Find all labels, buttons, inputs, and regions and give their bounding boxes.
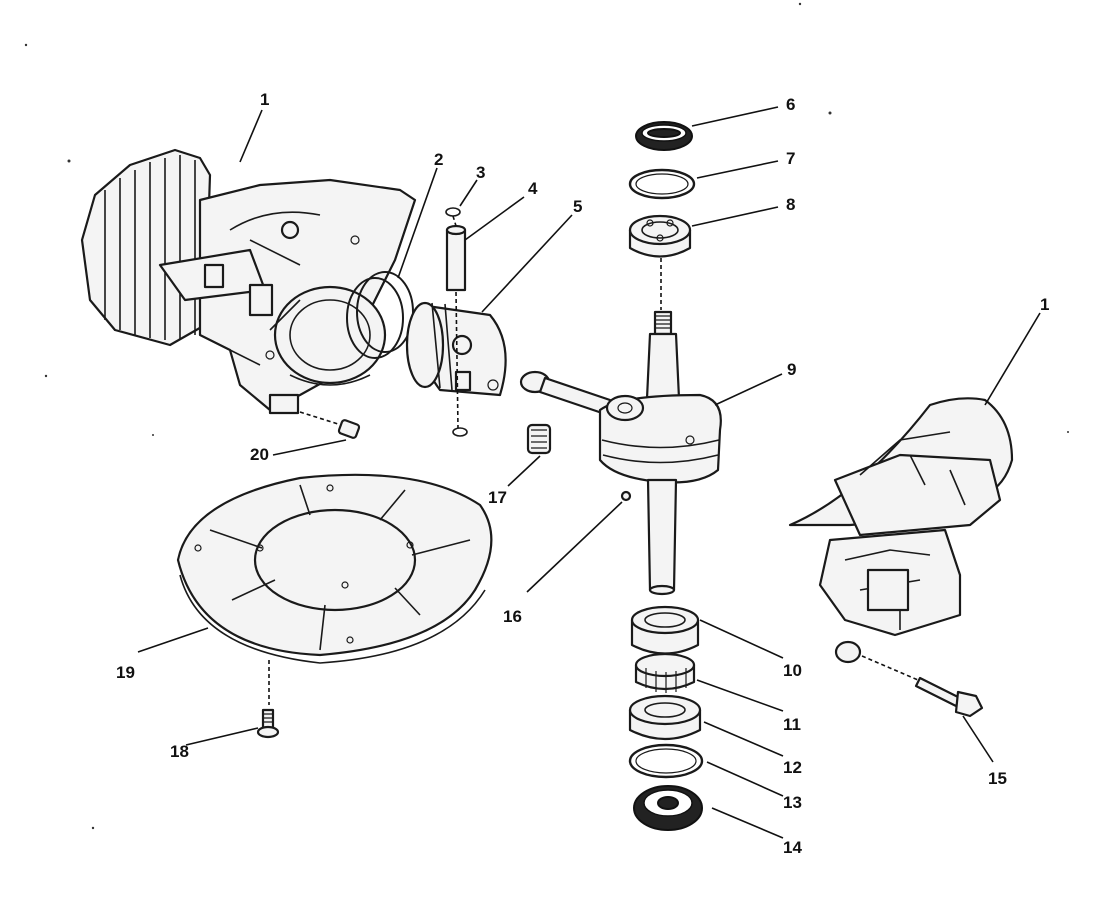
retainer-clip-bottom [452,427,468,437]
lower-ball-bearing-12 [628,694,702,740]
bolt-18 [256,708,280,739]
callout-9: 9 [787,360,796,379]
callout-5: 5 [573,197,582,216]
key-16 [620,490,632,502]
right-bolt-axis [861,655,919,681]
needle-bearing-17 [526,423,552,455]
wrist-pin [445,224,467,292]
callout-2: 2 [434,150,443,169]
upper-snap-ring [628,168,696,200]
upper-bearing [628,214,692,258]
bearing-cage-11 [634,652,696,693]
callout-10: 10 [783,661,802,680]
callout-13: 13 [783,793,802,812]
crankshaft [598,310,722,596]
callout-15: 15 [988,769,1007,788]
callout-12: 12 [783,758,802,777]
callout-17: 17 [488,488,507,507]
callout-19: 19 [116,663,135,682]
scan-specks [24,2,1069,830]
upper-oil-seal [635,121,693,151]
retainer-clip-top [445,207,461,217]
callout-20: 20 [250,445,269,464]
callout-7: 7 [786,149,795,168]
connecting-rod [519,370,612,417]
callout-18: 18 [170,742,189,761]
crankcase-half-right [788,397,1014,664]
leader-lines [137,106,1041,839]
callout-3: 3 [476,163,485,182]
callout-11: 11 [783,715,801,734]
lower-oil-seal [633,785,703,831]
callout-14: 14 [783,838,802,857]
lower-snap-ring [628,743,704,779]
dowel-axis-line [299,411,339,425]
callout-1-right: 1 [1040,295,1049,314]
crankcase-cylinder-left [80,148,417,415]
callout-4: 4 [528,179,538,198]
base-gasket-19 [176,473,493,664]
piston [405,301,507,397]
bolt-15 [914,676,984,718]
pin-axis-line [452,215,459,429]
callout-16: 16 [503,607,522,626]
callout-1-left: 1 [260,90,269,109]
callout-6: 6 [786,95,795,114]
dowel-pin-20 [337,419,361,439]
callout-8: 8 [786,195,795,214]
lower-bearing-10 [630,605,700,655]
